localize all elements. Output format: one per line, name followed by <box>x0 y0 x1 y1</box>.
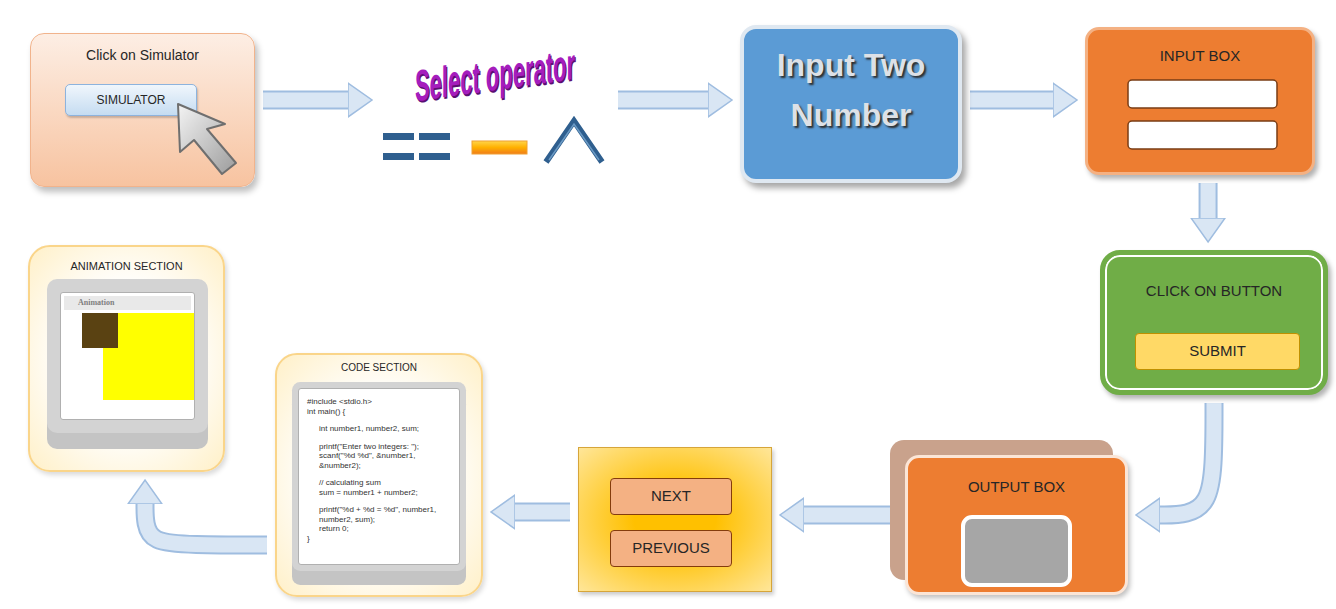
button: PREVIOUS <box>610 530 732 567</box>
arrow-shaft <box>618 93 708 108</box>
arrow-outline <box>1199 183 1218 218</box>
box-title: INPUT BOX <box>1094 47 1306 65</box>
arrow-shaft <box>1201 183 1216 218</box>
button: SUBMIT <box>1135 333 1300 370</box>
block-arrow-connector <box>970 99 1053 100</box>
input-panel: INPUT BOX <box>1085 27 1315 175</box>
animation-brown-square <box>82 313 118 348</box>
button: NEXT <box>610 478 732 515</box>
mouse-cursor-icon <box>178 104 236 174</box>
arrow-outline <box>970 90 1053 109</box>
wordart-box: Select operator <box>380 35 610 170</box>
canvas-header: Animation <box>64 296 191 310</box>
input-field <box>1128 80 1277 108</box>
animation-canvas: Animation <box>60 292 195 420</box>
arrow-outline <box>145 504 267 545</box>
input-field <box>1128 121 1277 149</box>
arrow-outline <box>263 90 348 109</box>
code-line: printf("%d + %d = %d", number1, number2,… <box>319 505 453 524</box>
code-line: scanf("%d %d", &number1, &number2); <box>319 451 453 470</box>
code-line: sum = number1 + number2; <box>319 488 453 498</box>
box-title: CLICK ON BUTTON <box>1111 282 1317 300</box>
block-arrow-connector <box>145 504 267 545</box>
block-arrow-connector <box>1160 403 1214 515</box>
equals-operator-symbol <box>383 133 450 160</box>
arrow-outline <box>515 502 570 521</box>
process-box: Input Two Number <box>740 25 962 183</box>
code-line: return 0; <box>319 524 453 534</box>
animation-yellow-square <box>103 313 194 400</box>
button-panel: SUBMIT CLICK ON BUTTON <box>1100 250 1328 395</box>
arrow-shaft <box>804 508 897 523</box>
button-label: SIMULATOR <box>72 93 190 107</box>
arrow-outline <box>804 506 897 525</box>
button-label: NEXT <box>617 487 725 505</box>
arrow-shaft <box>1160 403 1214 515</box>
block-arrow-connector <box>618 100 708 101</box>
arrow-outline <box>618 91 708 110</box>
code-line: } <box>307 534 453 544</box>
arrow-shaft <box>263 92 348 107</box>
button-label: SUBMIT <box>1142 342 1293 360</box>
process-box: SIMULATOR Click on Simulator <box>30 33 255 187</box>
arrow-shaft <box>145 504 267 545</box>
minus-operator-symbol <box>472 141 527 154</box>
box-title: CODE SECTION <box>283 362 475 374</box>
box-title: Input Two Number <box>750 40 952 140</box>
code-section-panel: #include <stdio.h>int main() { int number… <box>275 353 483 597</box>
output-panel: OUTPUT BOX <box>905 455 1128 595</box>
box-title: Click on Simulator <box>37 47 248 64</box>
code-line: printf("Enter two integers: "); <box>319 442 453 452</box>
block-arrow-connector <box>263 99 348 100</box>
output-screen <box>963 517 1070 585</box>
box-title: ANIMATION SECTION <box>36 260 217 273</box>
code-line: int number1, number2, sum; <box>319 424 453 434</box>
animation-section-panel: Animation ANIMATION SECTION <box>28 245 225 472</box>
block-arrow-connector <box>804 515 897 516</box>
code-line: #include <stdio.h> <box>307 397 453 407</box>
navigation-panel: NEXT PREVIOUS <box>578 447 772 592</box>
block-arrow-connector <box>1208 183 1209 218</box>
button: SIMULATOR <box>65 84 197 116</box>
code-listing: #include <stdio.h>int main() { int number… <box>298 388 460 565</box>
button-label: PREVIOUS <box>617 539 725 557</box>
caret-operator-symbol <box>546 121 602 162</box>
block-arrow-connector <box>515 511 570 512</box>
arrow-shaft <box>970 92 1053 107</box>
arrow-shaft <box>515 504 570 519</box>
code-line: int main() { <box>307 407 453 417</box>
arrow-outline <box>1160 403 1214 515</box>
box-title: OUTPUT BOX <box>914 478 1119 496</box>
wordart-title: Select operator <box>386 35 604 117</box>
code-line: // calculating sum <box>319 478 453 488</box>
